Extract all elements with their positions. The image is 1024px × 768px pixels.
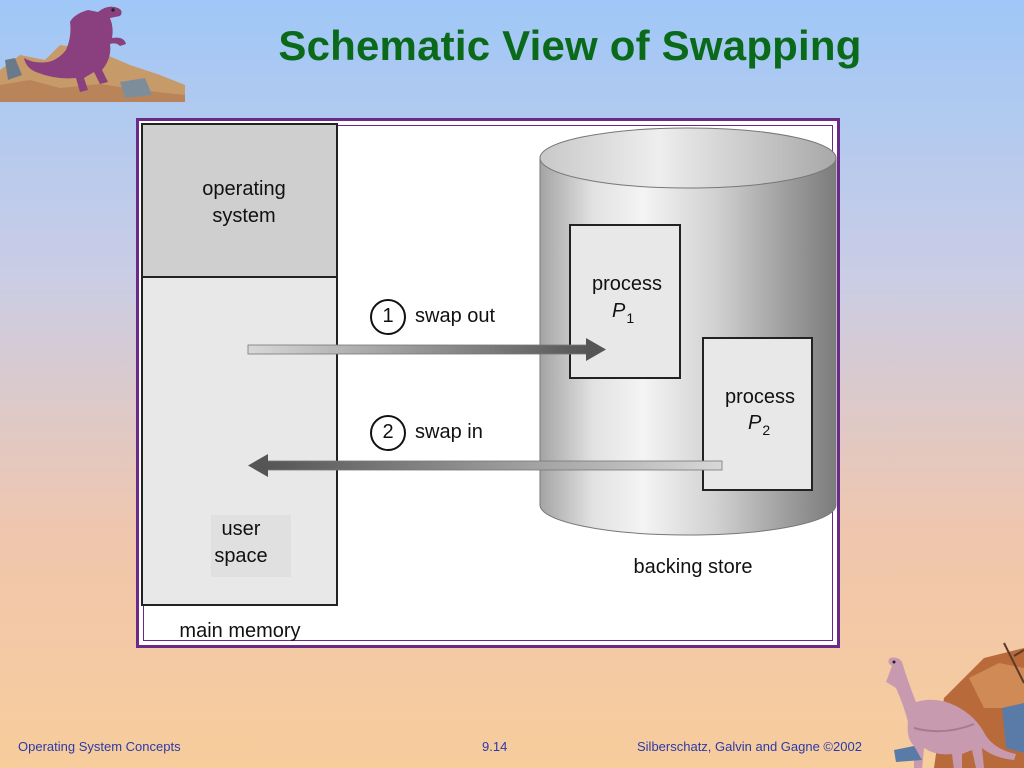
- swap-in-arrow: [248, 454, 723, 477]
- trex-dinosaur-icon: [0, 6, 185, 102]
- step-1-number: 1: [382, 305, 394, 327]
- process-p1-word: process: [591, 273, 663, 295]
- process-p2-letter: P: [748, 412, 762, 434]
- footer-right: Silberschatz, Galvin and Gagne ©2002: [637, 739, 862, 754]
- backing-store-label: backing store: [633, 556, 753, 578]
- process-p1-subscript: 1: [626, 310, 635, 326]
- user-space-label: user space: [214, 518, 268, 567]
- main-memory-label: main memory: [179, 620, 301, 642]
- swap-out-arrow: [247, 338, 606, 361]
- process-p2-word: process: [724, 386, 796, 408]
- process-p2-subscript: 2: [762, 422, 771, 438]
- step-2-number: 2: [382, 421, 394, 443]
- step-2-circle: [370, 415, 406, 451]
- os-label: operating system: [202, 178, 286, 227]
- swap-out-label: swap out: [415, 305, 496, 327]
- swap-in-label: swap in: [415, 421, 483, 443]
- process-p2-name: P2: [748, 412, 788, 438]
- footer-page-number: 9.14: [482, 739, 508, 754]
- brontosaurus-dinosaur-icon: [886, 642, 1024, 768]
- process-p1-letter: P: [612, 300, 626, 322]
- footer-left: Operating System Concepts: [18, 739, 181, 754]
- slide-title: Schematic View of Swapping: [278, 22, 862, 69]
- process-p1-name: P1: [612, 300, 652, 326]
- step-1-circle: [370, 299, 406, 335]
